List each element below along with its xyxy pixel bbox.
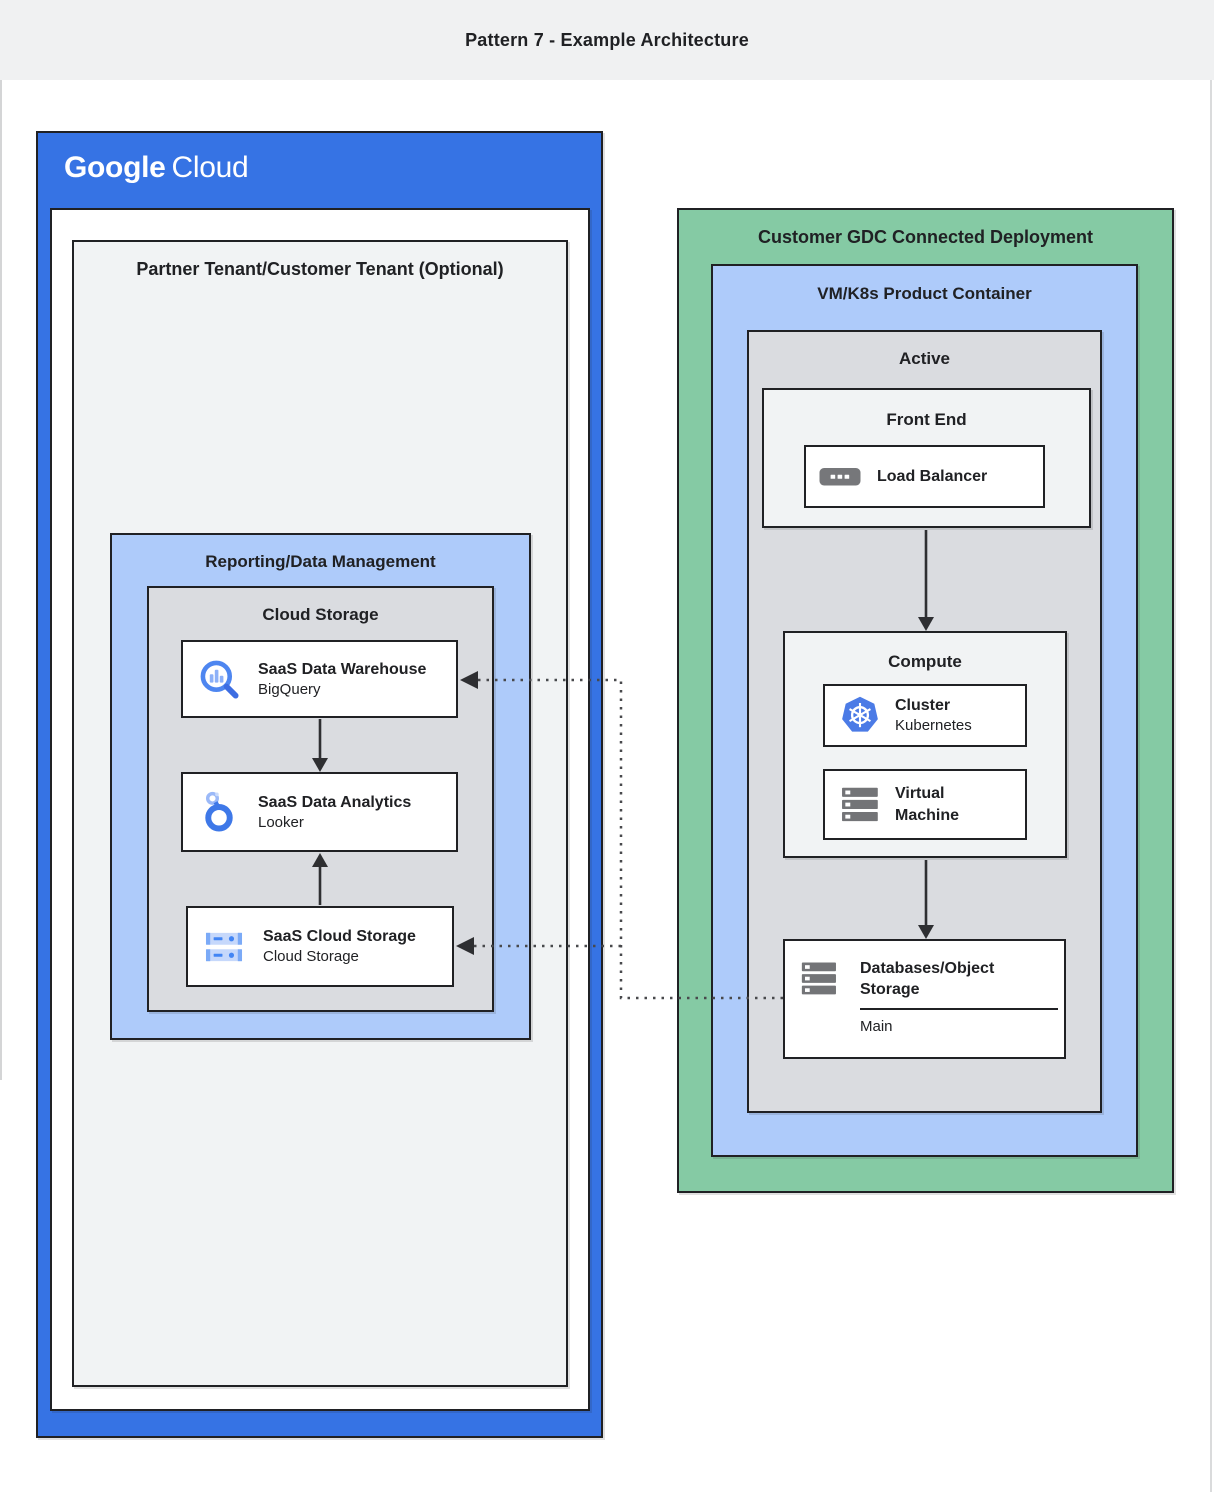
gdc-deployment-container: Customer GDC Connected Deployment VM/K8s… [677,208,1174,1193]
front-end-title: Front End [886,410,967,429]
card-subtitle: BigQuery [258,680,321,698]
logo-word-cloud: Cloud [171,151,249,184]
card-title: SaaS Data Analytics [258,793,412,811]
card-title: Load Balancer [877,467,988,485]
card-title: Databases/Object Storage [860,960,995,999]
storage-servers-icon [801,962,836,995]
page-right-edge [1210,0,1212,1492]
virtual-machine-card: Virtual Machine [823,769,1027,840]
page-left-edge [0,0,2,1080]
kubernetes-icon [842,696,878,732]
front-end-group: Front End Load Balancer [762,388,1091,528]
diagram-title: Pattern 7 - Example Architecture [465,29,749,50]
compute-group: Compute [783,631,1067,858]
card-title: Cluster [895,697,951,715]
google-cloud-inner-panel: Partner Tenant/Customer Tenant (Optional… [50,208,590,1411]
reporting-title: Reporting/Data Management [205,552,436,571]
saas-cloud-storage-card: SaaS Cloud Storage Cloud Storage [186,906,454,987]
virtual-machine-icon [842,787,878,821]
cluster-card: Cluster Kubernetes [823,684,1027,747]
bigquery-icon [200,660,239,699]
card-title: SaaS Data Warehouse [258,660,427,678]
card-subtitle: Kubernetes [895,717,972,735]
active-group: Active Front End Load Balancer [747,330,1102,1113]
diagram-title-bar: Pattern 7 - Example Architecture [0,0,1214,80]
vmk8s-product-container: VM/K8s Product Container Active Front En… [711,264,1138,1157]
databases-object-storage-card: Databases/Object Storage Main [783,939,1066,1059]
load-balancer-icon [819,467,861,485]
load-balancer-card: Load Balancer [804,445,1045,508]
db-card-footer: Main [860,1018,893,1036]
db-card-divider [860,1008,1058,1011]
cloud-storage-group-title: Cloud Storage [262,605,379,624]
partner-tenant-group: Partner Tenant/Customer Tenant (Optional… [72,240,568,1387]
logo-word-google: Google [64,151,166,184]
card-subtitle: Looker [258,813,304,831]
card-title: Virtual Machine [895,785,960,824]
cloud-storage-icon [205,932,243,961]
card-subtitle: Cloud Storage [263,948,359,966]
partner-tenant-title: Partner Tenant/Customer Tenant (Optional… [136,259,504,279]
active-title: Active [898,349,951,368]
gdc-title: Customer GDC Connected Deployment [757,227,1094,247]
saas-data-analytics-card: SaaS Data Analytics Looker [181,772,458,852]
card-title: SaaS Cloud Storage [263,928,416,946]
looker-icon [205,791,233,832]
compute-title: Compute [888,652,962,671]
vmk8s-title: VM/K8s Product Container [817,284,1032,303]
cloud-storage-group: Cloud Storage SaaS Data War [147,586,494,1012]
reporting-data-management-group: Reporting/Data Management Cloud Storage [110,533,531,1040]
saas-data-warehouse-card: SaaS Data Warehouse BigQuery [181,640,458,718]
